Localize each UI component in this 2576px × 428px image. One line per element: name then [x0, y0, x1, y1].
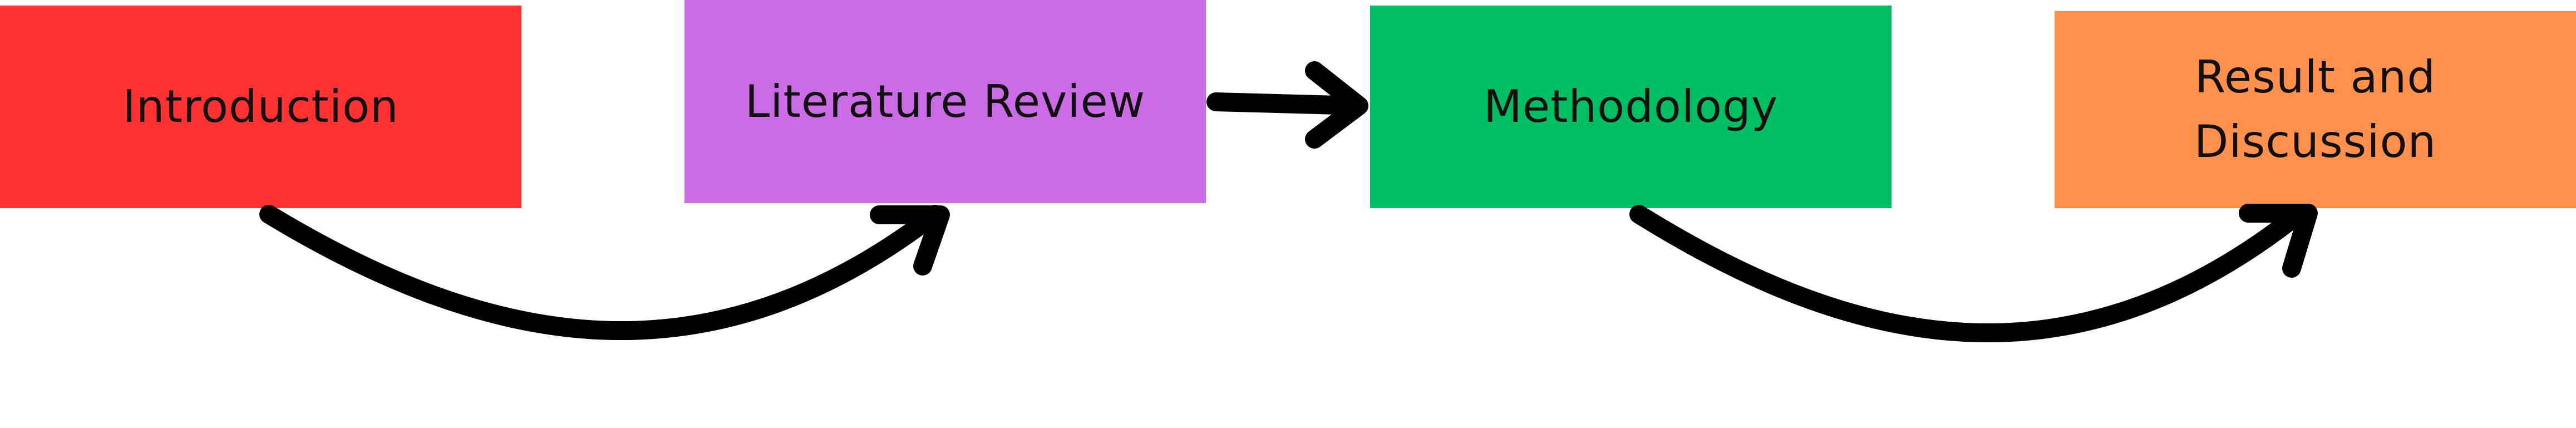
arrow-line	[1206, 92, 1367, 115]
step-label-result-and-discussion: Result and Discussion	[2194, 51, 2437, 168]
arrow-curve	[259, 205, 944, 341]
step-box-literature-review: Literature Review	[684, 0, 1206, 203]
arrow-introduction-to-literature-review	[259, 205, 950, 341]
arrow-methodology-to-result	[1629, 204, 2318, 342]
step-box-methodology: Methodology	[1370, 6, 1892, 208]
step-box-result-and-discussion: Result and Discussion	[2055, 11, 2576, 208]
arrow-curve	[1629, 205, 2308, 342]
arrow-head	[1305, 61, 1368, 149]
arrow-head	[2239, 204, 2318, 278]
step-label-literature-review: Literature Review	[745, 75, 1146, 127]
step-label-methodology: Methodology	[1483, 81, 1779, 132]
arrow-head	[870, 205, 950, 276]
arrow-literature-review-to-methodology	[1206, 61, 1368, 149]
step-label-introduction: Introduction	[122, 81, 399, 132]
step-box-introduction: Introduction	[0, 6, 521, 208]
